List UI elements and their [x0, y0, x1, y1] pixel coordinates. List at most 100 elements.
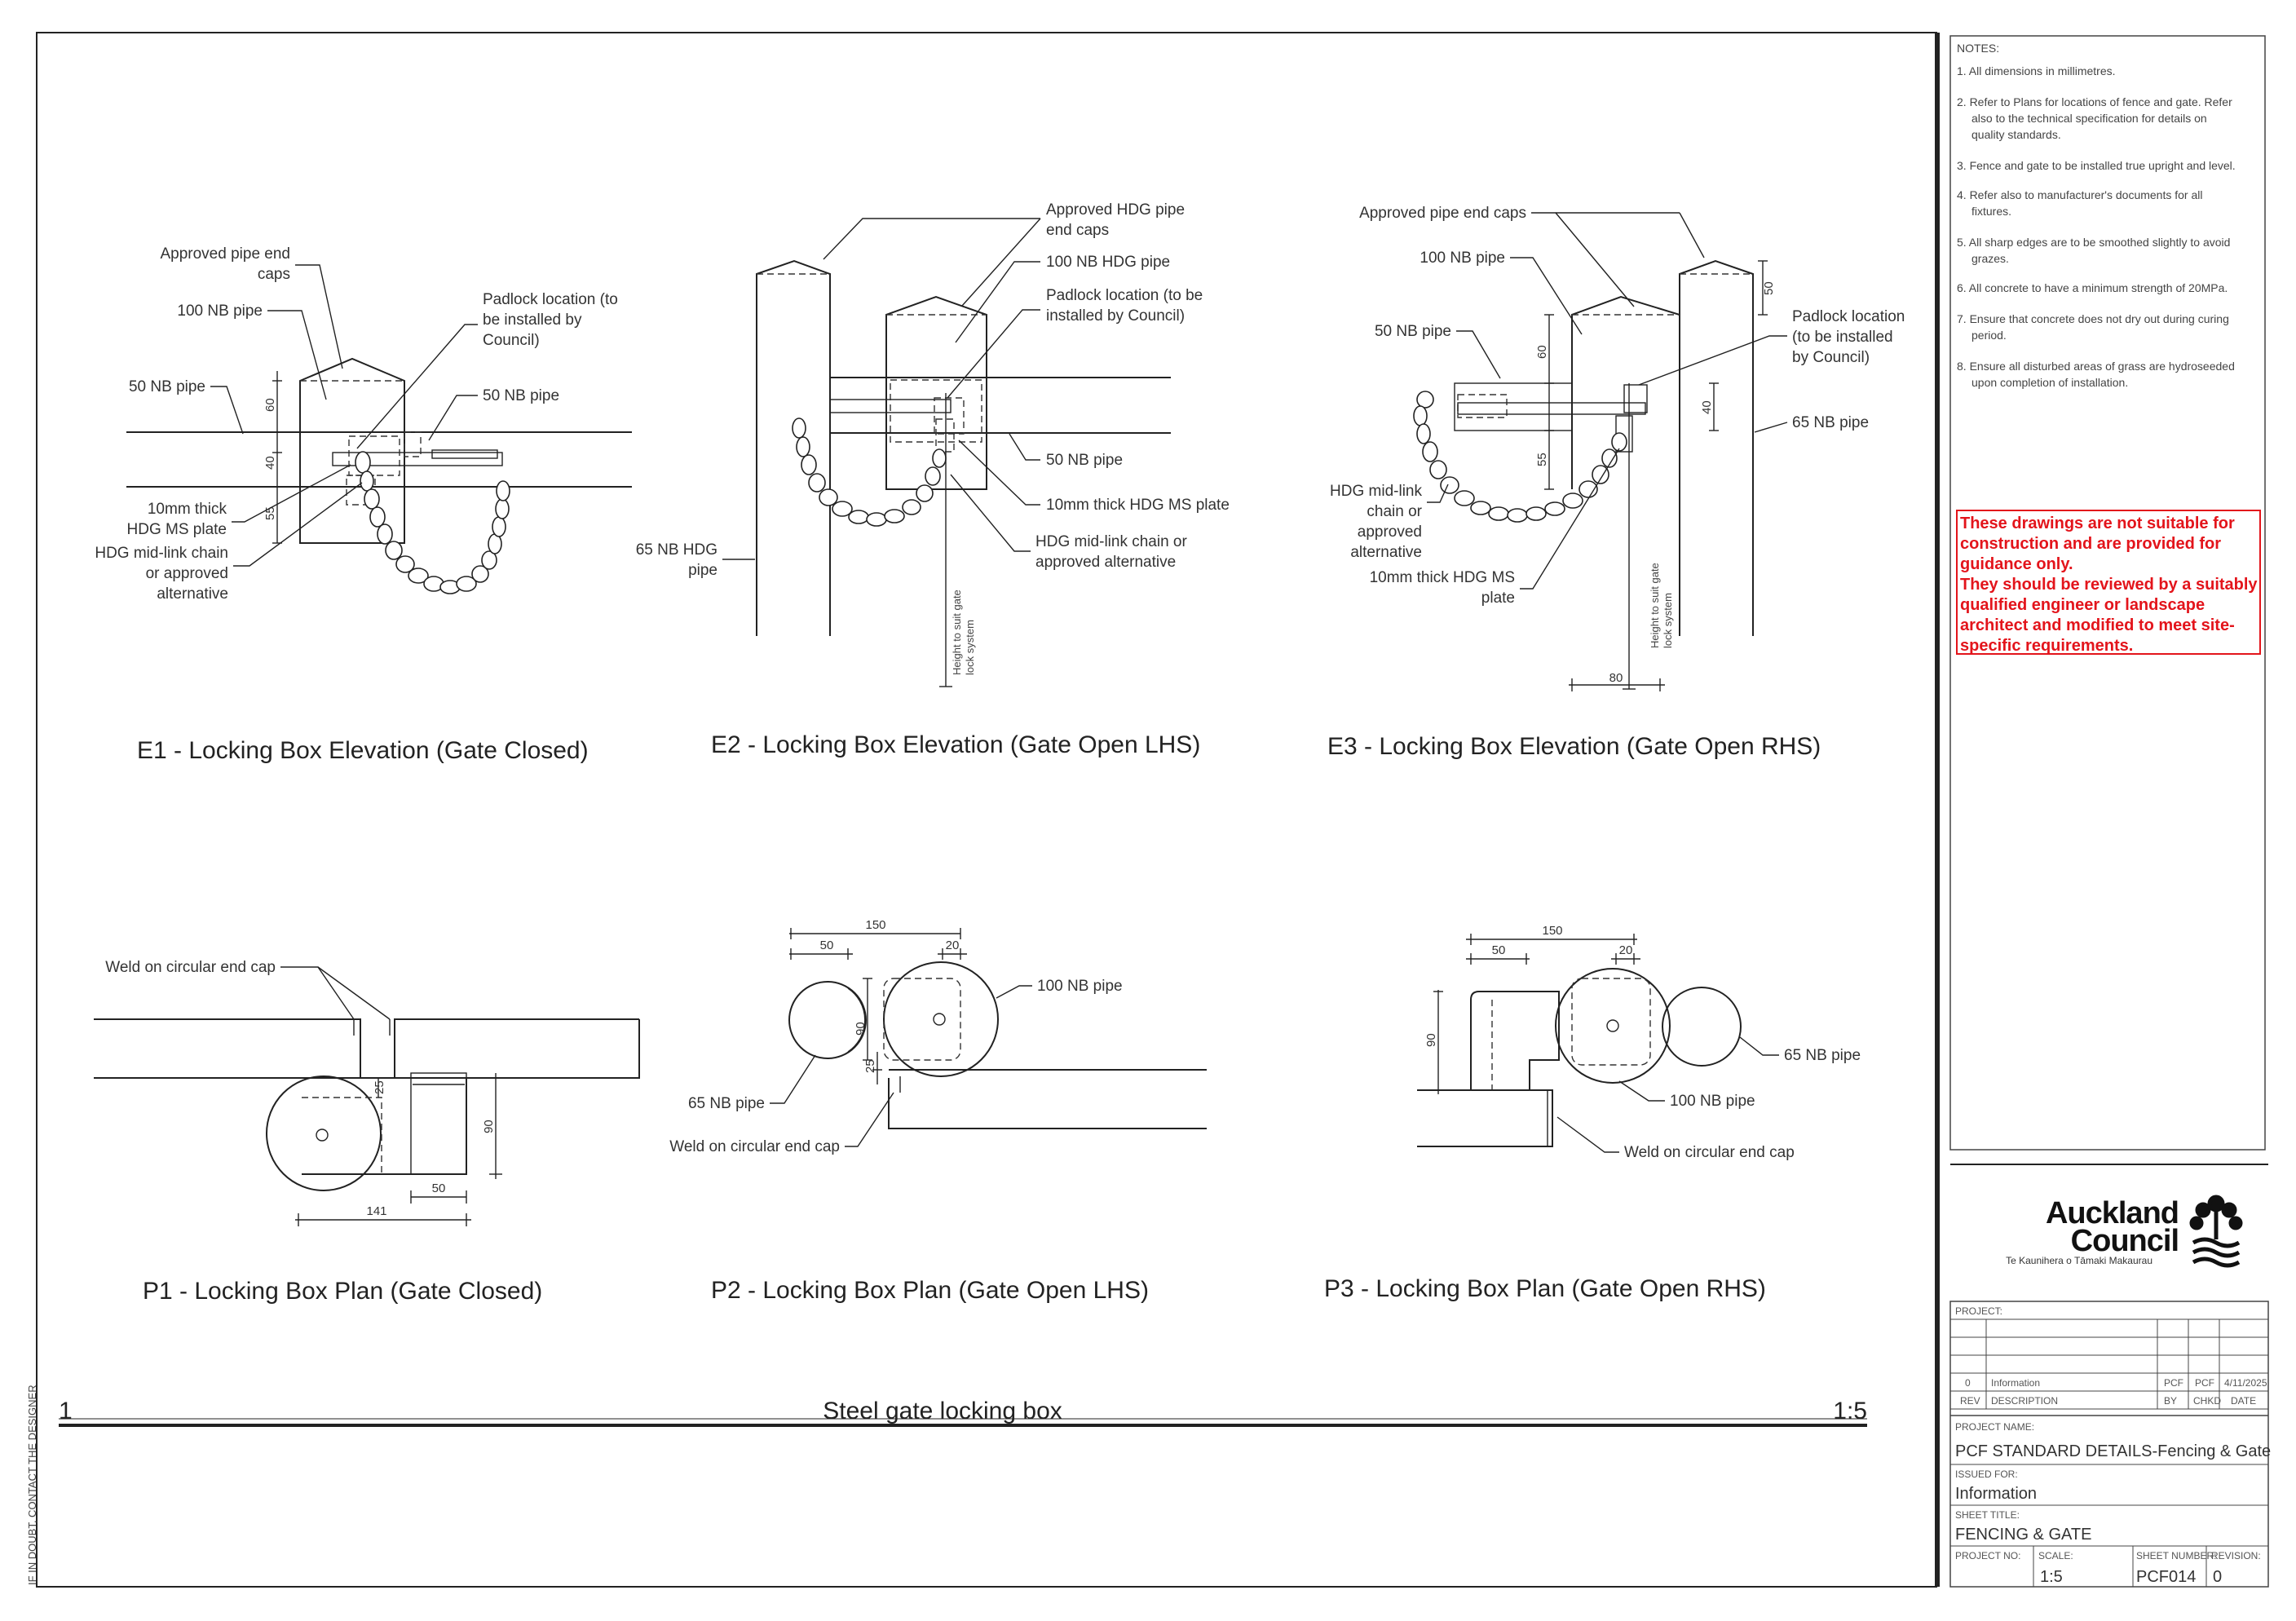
svg-text:SCALE:: SCALE: [2038, 1550, 2073, 1561]
view-e3: Height to suit gate lock system 50 60 55… [1327, 205, 1905, 760]
warning-line: These drawings are not suitable for [1960, 515, 2235, 532]
notes-list: 1. All dimensions in millimetres.2. Refe… [1957, 64, 2236, 389]
svg-text:50: 50 [432, 1182, 446, 1195]
svg-text:by Council): by Council) [1792, 349, 1870, 366]
svg-text:65 NB pipe: 65 NB pipe [688, 1095, 765, 1112]
note-line: grazes. [1971, 252, 2009, 265]
svg-text:Te Kaunihera o Tāmaki Makaurau: Te Kaunihera o Tāmaki Makaurau [2006, 1255, 2152, 1266]
svg-text:HDG MS plate: HDG MS plate [127, 521, 227, 538]
svg-text:PCF014: PCF014 [2136, 1568, 2196, 1586]
svg-text:20: 20 [1619, 943, 1633, 957]
svg-text:PCF STANDARD DETAILS-Fencing &: PCF STANDARD DETAILS-Fencing & Gate [1955, 1442, 2271, 1460]
note-line: 2. Refer to Plans for locations of fence… [1957, 95, 2232, 108]
svg-text:caps: caps [258, 266, 290, 283]
svg-text:Information: Information [1955, 1485, 2037, 1503]
svg-text:0: 0 [2213, 1568, 2222, 1586]
svg-text:65 NB pipe: 65 NB pipe [1792, 414, 1869, 431]
svg-text:50: 50 [820, 939, 834, 952]
warning-text: These drawings are not suitable for const… [1960, 515, 2258, 655]
sheet-border [36, 32, 1937, 1588]
svg-text:SHEET TITLE:: SHEET TITLE: [1955, 1509, 2020, 1521]
sheet-title-bar: 1 Steel gate locking box 1:5 [59, 1398, 1867, 1427]
svg-text:Weld on circular end cap: Weld on circular end cap [105, 959, 276, 976]
svg-text:60: 60 [263, 398, 277, 412]
svg-text:100 NB pipe: 100 NB pipe [177, 303, 263, 320]
svg-text:plate: plate [1481, 590, 1515, 607]
svg-text:10mm thick: 10mm thick [148, 501, 227, 518]
svg-text:40: 40 [1700, 400, 1714, 414]
svg-text:PCF: PCF [2164, 1377, 2183, 1389]
svg-text:pipe: pipe [688, 562, 718, 579]
note-line: 3. Fence and gate to be installed true u… [1957, 159, 2236, 172]
svg-text:P1 - Locking Box Plan (Gate Cl: P1 - Locking Box Plan (Gate Closed) [143, 1278, 542, 1305]
auckland-council-logo: Auckland Council Te Kaunihera o Tāmaki M… [2006, 1195, 2243, 1268]
svg-text:65 NB HDG: 65 NB HDG [636, 541, 718, 559]
svg-text:90: 90 [1424, 1033, 1438, 1047]
svg-text:SHEET NUMBER:: SHEET NUMBER: [2136, 1550, 2216, 1561]
svg-text:Weld on circular end cap: Weld on circular end cap [669, 1138, 840, 1155]
warning-line: construction and are provided for [1960, 535, 2221, 553]
svg-text:40: 40 [263, 456, 277, 470]
svg-text:55: 55 [1535, 453, 1549, 466]
svg-text:lock system: lock system [1662, 593, 1674, 648]
svg-text:90: 90 [482, 1120, 496, 1133]
svg-text:end caps: end caps [1046, 222, 1109, 239]
svg-text:Weld on circular end cap: Weld on circular end cap [1624, 1144, 1795, 1161]
warning-box [1956, 510, 2261, 655]
svg-text:20: 20 [946, 939, 960, 952]
svg-text:100 NB pipe: 100 NB pipe [1420, 250, 1505, 267]
svg-text:10mm thick HDG MS: 10mm thick HDG MS [1370, 569, 1515, 586]
svg-text:NOTES:: NOTES: [1957, 42, 1999, 55]
svg-text:REV: REV [1960, 1395, 1980, 1407]
note-line: 5. All sharp edges are to be smoothed sl… [1957, 236, 2230, 249]
note-line: 7. Ensure that concrete does not dry out… [1957, 312, 2229, 325]
svg-text:Approved pipe end caps: Approved pipe end caps [1359, 205, 1526, 222]
svg-text:50: 50 [1492, 943, 1506, 957]
warning-line: guidance only. [1960, 555, 2073, 573]
svg-text:10mm thick HDG MS plate: 10mm thick HDG MS plate [1046, 497, 1230, 514]
svg-text:Padlock location (to: Padlock location (to [483, 291, 618, 308]
svg-text:50 NB pipe: 50 NB pipe [483, 387, 559, 404]
svg-text:Council): Council) [483, 332, 540, 349]
svg-text:4/11/2025: 4/11/2025 [2224, 1377, 2267, 1389]
svg-text:E2 - Locking Box Elevation (Ga: E2 - Locking Box Elevation (Gate Open LH… [711, 731, 1200, 758]
svg-text:1: 1 [59, 1398, 73, 1424]
svg-text:approved: approved [1358, 523, 1422, 541]
svg-text:P3 - Locking Box Plan (Gate Op: P3 - Locking Box Plan (Gate Open RHS) [1324, 1275, 1766, 1302]
note-line: period. [1971, 329, 2007, 342]
svg-text:be installed by: be installed by [483, 311, 582, 329]
pohutukawa-icon [2189, 1195, 2243, 1268]
svg-text:Information: Information [1991, 1377, 2040, 1389]
side-note: IF IN DOUBT, CONTACT THE DESIGNER [26, 1385, 38, 1585]
svg-text:REVISION:: REVISION: [2211, 1550, 2261, 1561]
svg-text:Steel gate locking box: Steel gate locking box [823, 1398, 1062, 1424]
view-p3: 150 50 20 90 65 NB pipe 100 NB pipe Weld… [1324, 924, 1861, 1302]
svg-text:alternative: alternative [157, 585, 228, 603]
svg-text:ISSUED FOR:: ISSUED FOR: [1955, 1469, 2018, 1480]
warning-line: architect and modified to meet site- [1960, 616, 2235, 634]
svg-text:50 NB pipe: 50 NB pipe [129, 378, 205, 395]
svg-text:PROJECT:: PROJECT: [1955, 1305, 2002, 1317]
svg-text:141: 141 [366, 1204, 386, 1218]
svg-text:50 NB pipe: 50 NB pipe [1375, 323, 1451, 340]
svg-text:100 NB HDG pipe: 100 NB HDG pipe [1046, 254, 1170, 271]
svg-text:80: 80 [1609, 671, 1623, 685]
view-p2: 150 50 20 90 25 100 NB pipe 65 NB pipe W… [669, 918, 1207, 1304]
view-e2: Height to suit gate lock system Approved… [636, 201, 1230, 758]
warning-line: specific requirements. [1960, 637, 2133, 655]
note-line: also to the technical specification for … [1971, 112, 2207, 125]
svg-text:E1 - Locking Box Elevation (Ga: E1 - Locking Box Elevation (Gate Closed) [137, 737, 589, 764]
svg-text:25: 25 [863, 1059, 877, 1073]
svg-text:100 NB pipe: 100 NB pipe [1670, 1093, 1755, 1110]
svg-text:50 NB pipe: 50 NB pipe [1046, 452, 1123, 469]
note-line: fixtures. [1971, 205, 2011, 218]
svg-text:150: 150 [1542, 924, 1562, 938]
note-line: 8. Ensure all disturbed areas of grass a… [1957, 360, 2235, 373]
svg-text:FENCING & GATE: FENCING & GATE [1955, 1526, 2091, 1544]
svg-text:PCF: PCF [2195, 1377, 2214, 1389]
svg-text:90: 90 [854, 1022, 868, 1036]
svg-text:P2 - Locking Box Plan (Gate Op: P2 - Locking Box Plan (Gate Open LHS) [711, 1277, 1149, 1304]
svg-text:50: 50 [1762, 281, 1776, 295]
notes-panel [1949, 35, 2266, 1151]
